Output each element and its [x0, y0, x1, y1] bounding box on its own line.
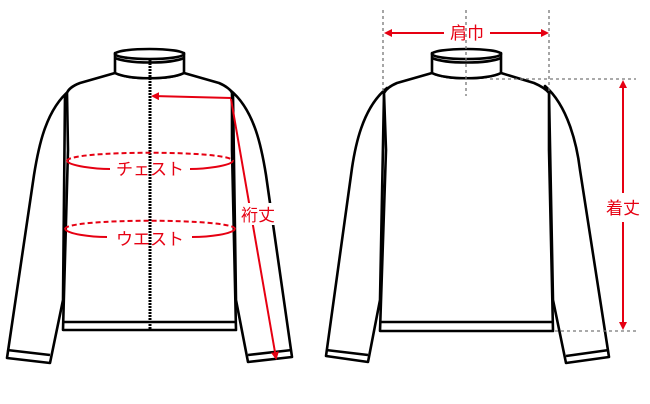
right-sleeve — [228, 88, 294, 364]
left-sleeve-back — [324, 86, 389, 364]
sleeve-length-label: 裄丈 — [241, 206, 275, 226]
left-sleeve — [5, 88, 72, 365]
back-body — [378, 71, 555, 333]
back-measurements: 肩巾 着丈 — [382, 10, 640, 332]
front-jacket — [5, 47, 294, 365]
front-measurements: 裄丈 チェスト ウエスト — [64, 92, 279, 360]
chest-label: チェスト — [116, 160, 184, 180]
body-length-label: 着丈 — [606, 199, 640, 219]
waist-label: ウエスト — [116, 230, 184, 250]
right-sleeve-back — [543, 84, 611, 365]
shoulder-width-label: 肩巾 — [450, 24, 484, 44]
back-jacket — [324, 47, 611, 365]
